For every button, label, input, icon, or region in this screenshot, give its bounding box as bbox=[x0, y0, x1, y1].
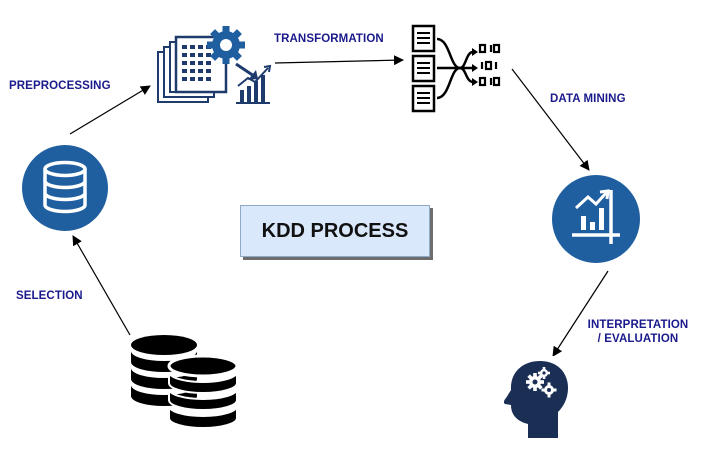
arrow-raw-to-selected bbox=[72, 235, 131, 336]
label-interpretation-line1: INTERPRETATION bbox=[587, 319, 689, 331]
page-title: KDD PROCESS bbox=[261, 219, 409, 242]
label-preprocessing: PREPROCESSING bbox=[9, 80, 111, 92]
label-data-mining: DATA MINING bbox=[550, 93, 626, 105]
label-selection: SELECTION bbox=[16, 290, 83, 302]
databases-icon bbox=[131, 335, 239, 429]
title-box: KDD PROCESS bbox=[240, 205, 430, 257]
brain-gears-icon bbox=[500, 356, 568, 438]
analytics-chart-icon bbox=[552, 175, 640, 263]
label-transformation: TRANSFORMATION bbox=[274, 33, 384, 45]
arrow-preprocessed-to-transformed bbox=[274, 55, 404, 66]
arrow-selected-to-preprocessed bbox=[69, 85, 151, 135]
arrow-transformed-to-mined bbox=[511, 68, 590, 171]
label-interpretation-line2: / EVALUATION bbox=[597, 333, 679, 345]
arrow-mined-to-knowledge bbox=[552, 270, 609, 357]
database-circle-icon bbox=[22, 145, 108, 231]
flow-arrows bbox=[69, 55, 609, 357]
documents-binary-icon bbox=[411, 24, 501, 113]
gear-files-icon bbox=[157, 26, 272, 104]
label-interpretation: INTERPRETATION / EVALUATION bbox=[583, 318, 693, 346]
